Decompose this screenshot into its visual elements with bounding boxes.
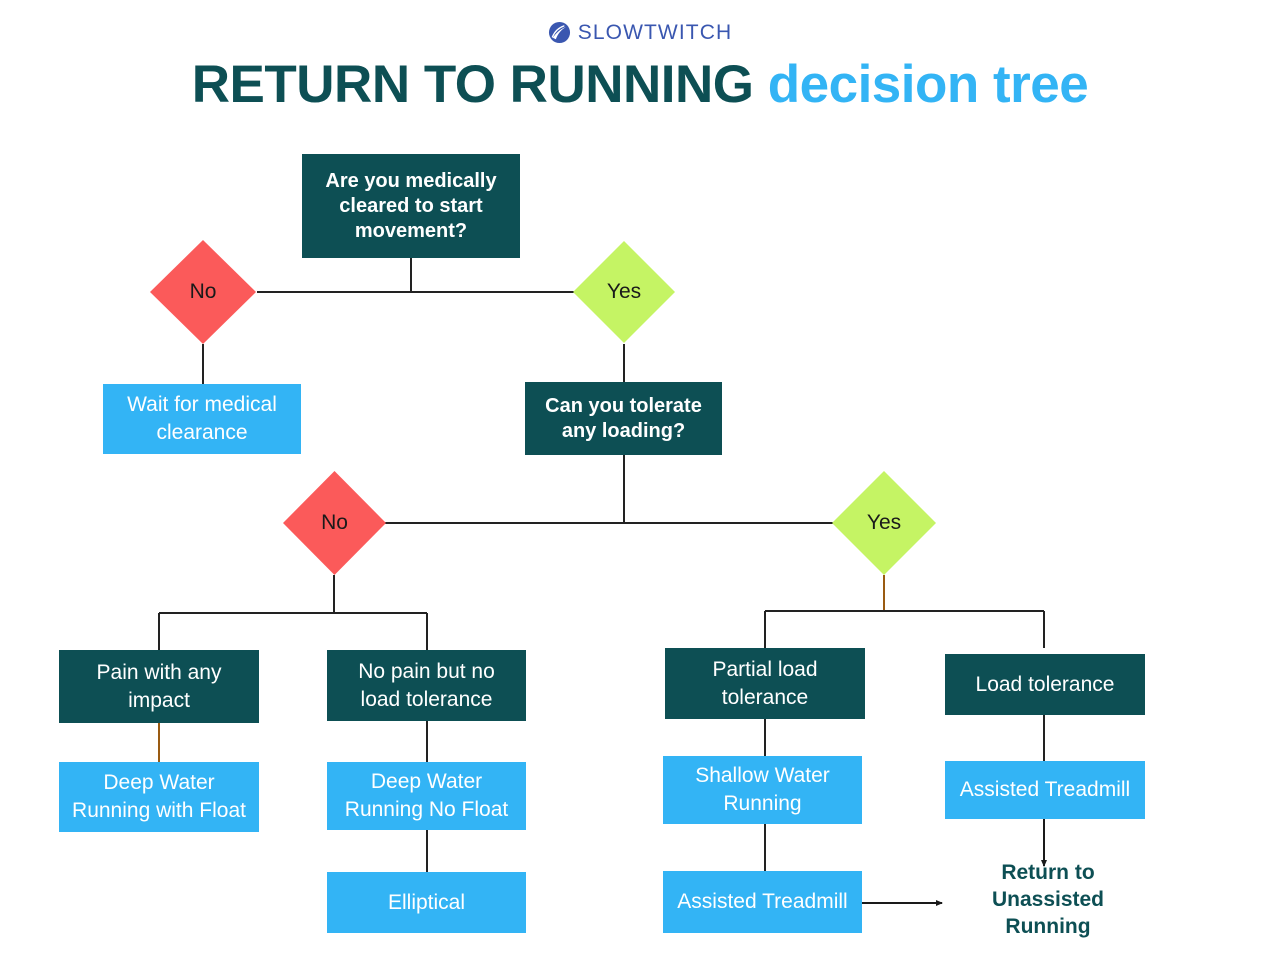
node-action-shallow-water-running[interactable]: Shallow Water Running — [663, 756, 862, 824]
node-action-deep-water-no-float[interactable]: Deep Water Running No Float — [327, 762, 526, 830]
brand-logo: SLOWTWITCH — [0, 16, 1280, 48]
node-action-elliptical[interactable]: Elliptical — [327, 872, 526, 933]
node-terminal-return-to-unassisted-running: Return to Unassisted Running — [945, 861, 1151, 938]
node-state-partial-load-tolerance[interactable]: Partial load tolerance — [665, 648, 865, 719]
node-label: Assisted Treadmill — [959, 778, 1131, 801]
node-action-assisted-treadmill-full[interactable]: Assisted Treadmill — [945, 761, 1145, 819]
brand-name: SLOWTWITCH — [577, 20, 733, 44]
node-label: Wait for medical clearance — [127, 393, 277, 444]
node-action-deep-water-with-float[interactable]: Deep Water Running with Float — [59, 762, 259, 832]
diamond-shape-icon — [283, 471, 386, 575]
node-label: Can you tolerate any loading? — [545, 394, 702, 442]
node-label: No pain but no load tolerance — [358, 659, 495, 711]
decision-no-medically-cleared[interactable]: No — [150, 240, 256, 344]
node-action-assisted-treadmill-partial[interactable]: Assisted Treadmill — [663, 871, 862, 933]
page-title: RETURN TO RUNNING decision tree — [0, 54, 1280, 116]
decision-label: No — [189, 280, 217, 303]
diamond-shape-icon — [573, 241, 675, 343]
diamond-shape-icon — [150, 240, 256, 344]
decision-yes-tolerate-loading[interactable]: Yes — [832, 471, 936, 575]
decision-yes-medically-cleared[interactable]: Yes — [573, 241, 675, 343]
decision-label: No — [321, 511, 348, 534]
node-question-tolerate-loading[interactable]: Can you tolerate any loading? — [525, 382, 722, 455]
node-label: Return to Unassisted Running — [991, 860, 1105, 938]
node-label: Deep Water Running with Float — [72, 771, 246, 822]
node-question-medically-cleared[interactable]: Are you medically cleared to start movem… — [302, 154, 520, 258]
decision-no-tolerate-loading[interactable]: No — [283, 471, 386, 575]
node-label: Are you medically cleared to start movem… — [325, 169, 497, 242]
node-state-no-pain-no-load[interactable]: No pain but no load tolerance — [327, 650, 526, 721]
node-label: Load tolerance — [975, 672, 1115, 696]
node-action-wait-for-clearance[interactable]: Wait for medical clearance — [103, 384, 301, 454]
slowtwitch-swoosh-icon — [548, 21, 570, 43]
decision-label: Yes — [606, 280, 642, 303]
page-title-part2: decision tree — [767, 55, 1089, 114]
node-label: Shallow Water Running — [695, 764, 830, 815]
node-label: Pain with any impact — [96, 660, 222, 712]
decision-label: Yes — [866, 511, 902, 534]
node-label: Partial load tolerance — [712, 657, 818, 709]
node-label: Deep Water Running No Float — [344, 770, 509, 821]
node-state-load-tolerance[interactable]: Load tolerance — [945, 654, 1145, 715]
diamond-shape-icon — [832, 471, 936, 575]
node-state-pain-with-impact[interactable]: Pain with any impact — [59, 650, 259, 723]
node-label: Elliptical — [387, 890, 466, 914]
page-title-part1: RETURN TO RUNNING — [191, 55, 754, 114]
node-label: Assisted Treadmill — [677, 890, 848, 913]
